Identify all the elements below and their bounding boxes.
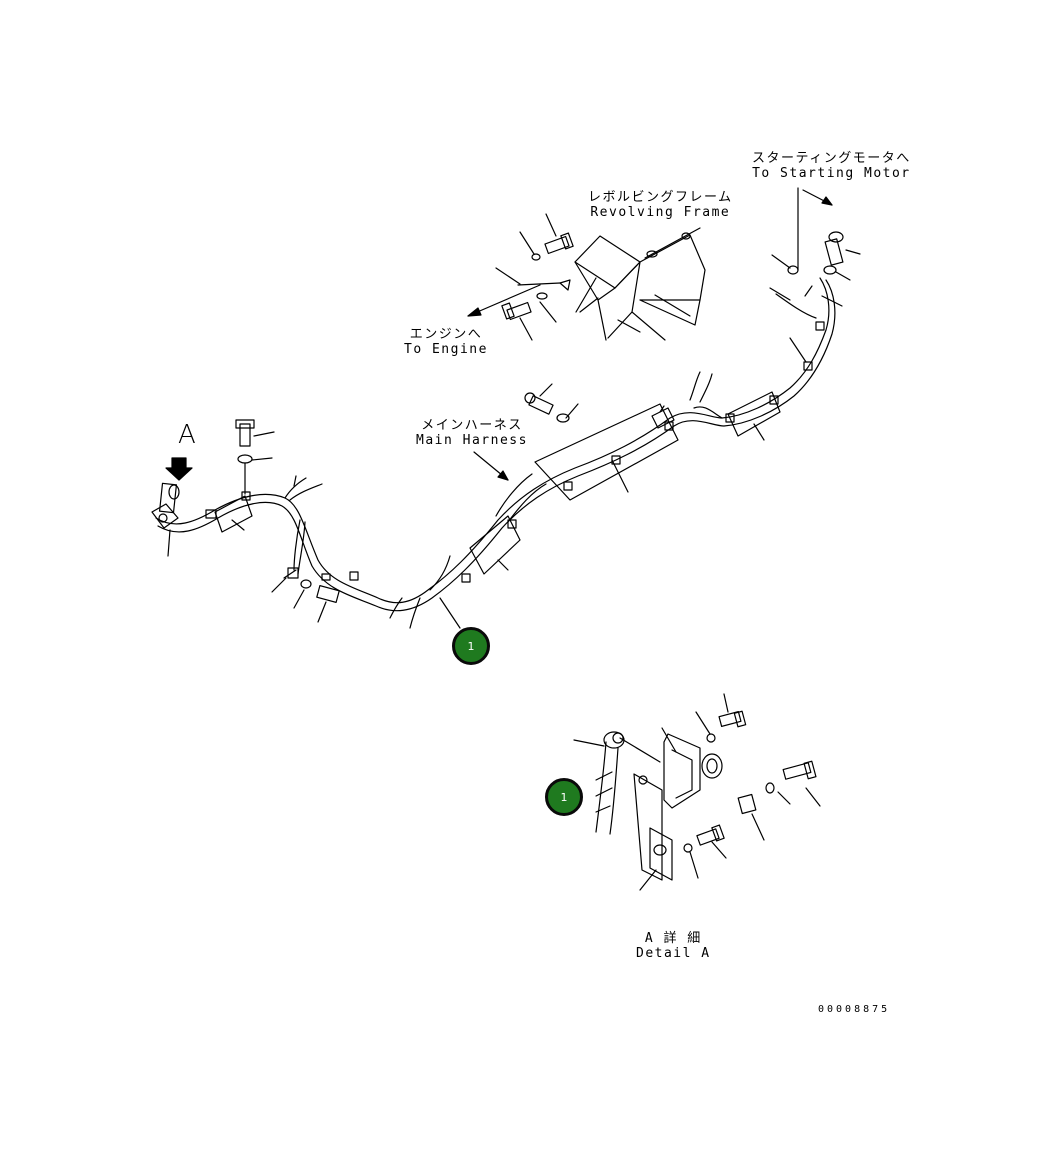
starting-motor-label: スターティングモータへ To Starting Motor <box>752 151 911 181</box>
revolving-frame-label: レボルビングフレーム Revolving Frame <box>588 190 733 220</box>
starting-motor-bolts <box>771 231 861 307</box>
detail-a-assembly <box>573 693 821 891</box>
revolving-frame-label-en: Revolving Frame <box>590 205 731 220</box>
starting-motor-label-en: To Starting Motor <box>752 166 911 181</box>
engine-label: エンジンへ To Engine <box>404 327 488 357</box>
main-harness-label-jp: メインハーネス <box>421 418 523 433</box>
frame-bolts <box>501 232 574 321</box>
detail-a-label-en: Detail A <box>636 946 711 961</box>
drawing-number: 00008875 <box>818 1004 891 1015</box>
left-connector-assembly <box>151 457 193 557</box>
sleeve-leader-lines <box>439 337 807 629</box>
main-harness-arrow <box>473 451 509 481</box>
frame-leader-lines <box>495 213 597 341</box>
to-starting-motor-arrow <box>797 187 833 271</box>
main-harness-label: メインハーネス Main Harness <box>416 418 528 448</box>
left-bolts <box>231 419 340 623</box>
main-harness-cable <box>155 277 836 629</box>
part-callout-1[interactable]: 1 <box>452 627 490 665</box>
main-harness-label-en: Main Harness <box>416 433 528 448</box>
detail-a-label: A 詳 細 Detail A <box>636 931 711 961</box>
revolving-frame-label-jp: レボルビングフレーム <box>588 190 733 205</box>
view-a-letter: A <box>178 420 196 450</box>
engine-label-en: To Engine <box>404 342 488 357</box>
detail-part-callout-1[interactable]: 1 <box>545 778 583 816</box>
center-bolts <box>524 383 579 423</box>
harness-sleeves <box>214 391 781 575</box>
to-engine-arrow <box>467 284 541 317</box>
starting-motor-label-jp: スターティングモータへ <box>752 151 911 166</box>
revolving-frame-bracket <box>574 227 706 341</box>
engine-label-jp: エンジンへ <box>409 327 483 342</box>
detail-a-label-jp: A 詳 細 <box>644 931 702 946</box>
harness-clips <box>205 321 825 583</box>
